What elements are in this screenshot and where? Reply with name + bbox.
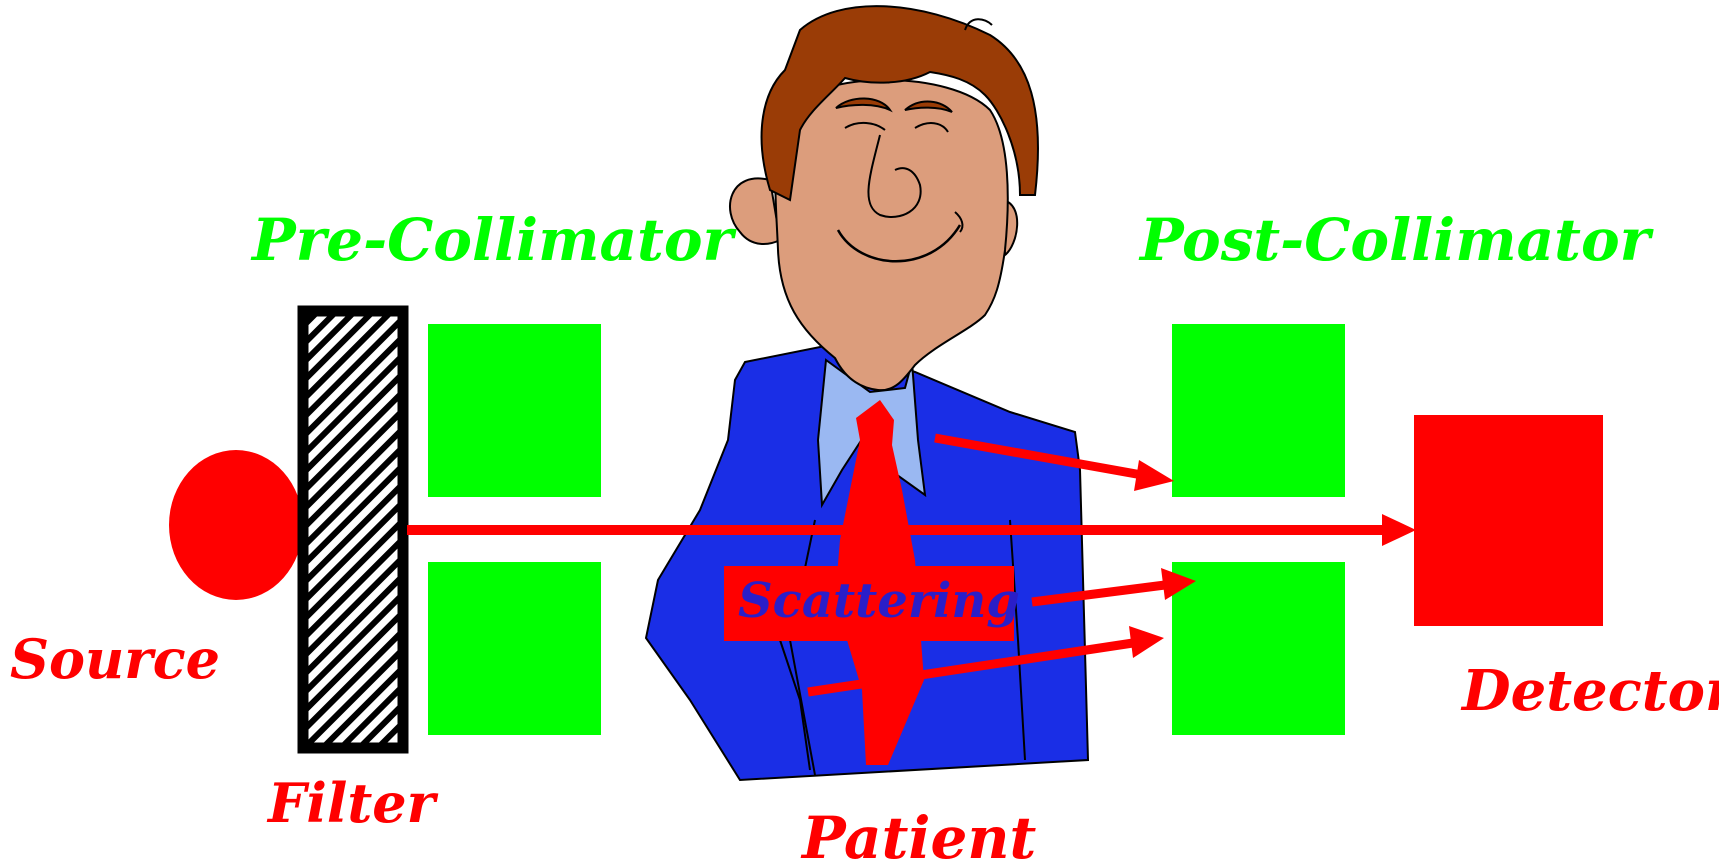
pre-collimator-upper-block bbox=[428, 324, 601, 497]
detector-label: Detector bbox=[1460, 658, 1719, 724]
post-collimator-label: Post-Collimator bbox=[1138, 206, 1655, 274]
patient-face bbox=[775, 80, 1007, 390]
source-label: Source bbox=[10, 627, 220, 691]
post-collimator-lower-block bbox=[1172, 562, 1345, 735]
pre-collimator-lower-block bbox=[428, 562, 601, 735]
source-icon bbox=[169, 450, 303, 600]
filter-label: Filter bbox=[266, 771, 439, 835]
scattering-label: Scattering bbox=[738, 573, 1020, 629]
pre-collimator-label: Pre-Collimator bbox=[250, 206, 738, 274]
filter-icon bbox=[303, 311, 403, 748]
post-collimator-upper-block bbox=[1172, 324, 1345, 497]
detector-block bbox=[1414, 415, 1603, 626]
patient-label: Patient bbox=[800, 804, 1037, 860]
